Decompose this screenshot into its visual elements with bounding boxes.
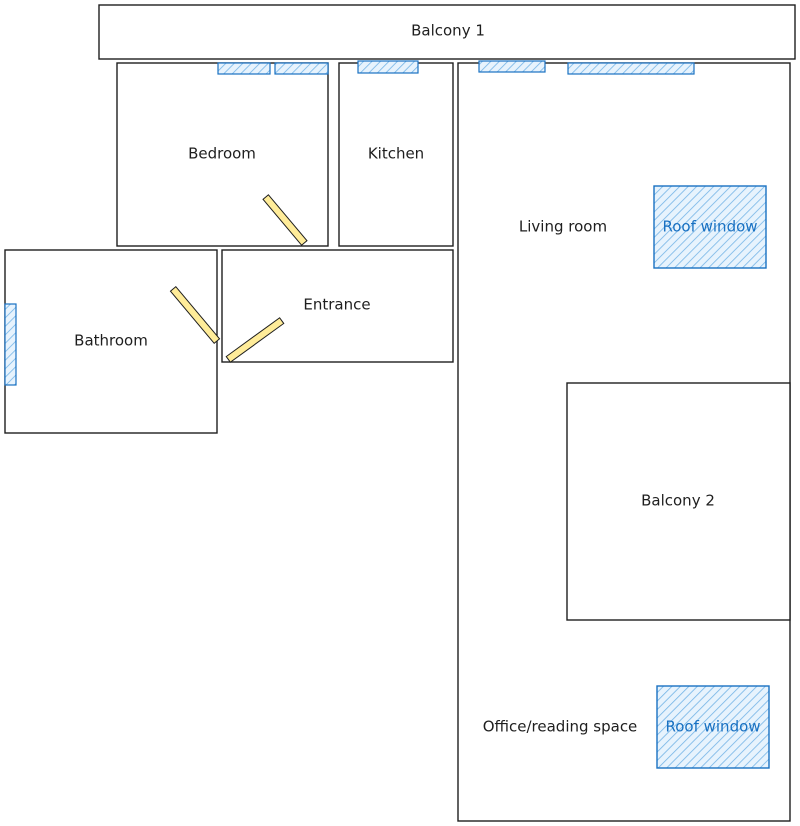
bathroom-label: Bathroom [74, 332, 148, 350]
living-room-window-left [478, 60, 546, 73]
bedroom-door [262, 194, 308, 246]
bedroom-window-left [217, 62, 271, 75]
living-room-label: Living room [519, 218, 607, 236]
kitchen-window [357, 60, 419, 74]
entrance-label: Entrance [303, 296, 370, 314]
entrance-room [221, 249, 454, 363]
roof-window-bottom [656, 685, 770, 769]
kitchen-label: Kitchen [368, 145, 424, 163]
bathroom-room [4, 249, 218, 434]
balcony-2-label: Balcony 2 [641, 492, 715, 510]
bedroom-room [116, 62, 329, 247]
living-room-window-right [567, 62, 695, 75]
office-label: Office/reading space [483, 718, 638, 736]
roof-window-top [653, 185, 767, 269]
entrance-door [225, 317, 285, 363]
balcony-1-room [98, 4, 796, 60]
bathroom-window [4, 303, 17, 386]
balcony-2-room [566, 382, 791, 621]
roof-window-top-label: Roof window [662, 218, 757, 236]
balcony-1-label: Balcony 1 [411, 22, 485, 40]
bedroom-label: Bedroom [188, 145, 256, 163]
roof-window-bottom-label: Roof window [665, 718, 760, 736]
bedroom-window-right [274, 62, 329, 75]
bathroom-door [169, 286, 221, 344]
